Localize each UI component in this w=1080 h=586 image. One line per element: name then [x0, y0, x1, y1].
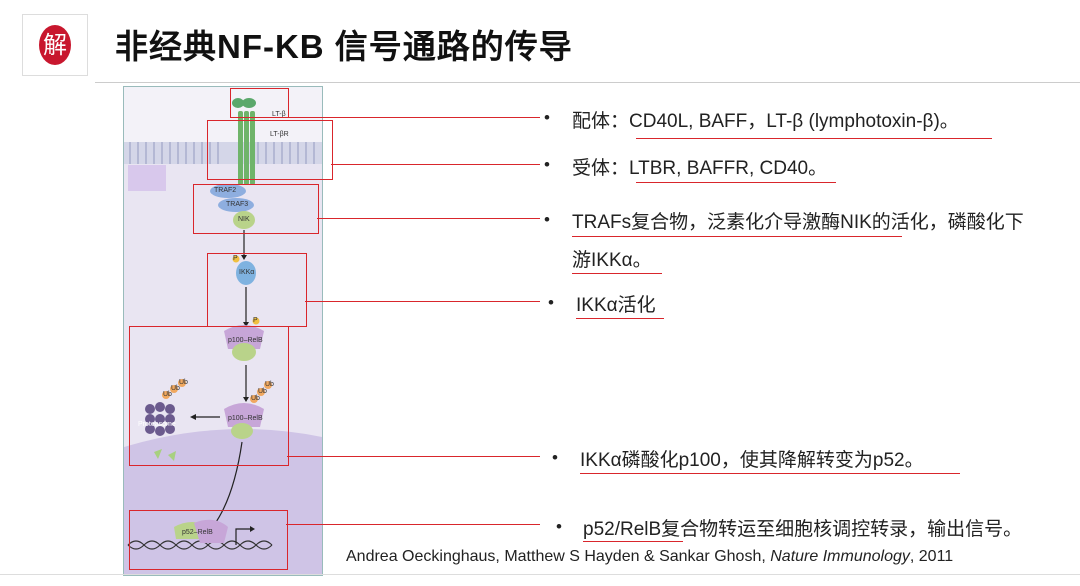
bullet-trafs-line2: 游IKKα。 — [572, 250, 652, 271]
traf2-shape — [210, 184, 246, 198]
connector-4 — [305, 301, 540, 303]
label-ub-4: Ub — [163, 391, 172, 398]
label-ikka: IKKα — [239, 269, 255, 276]
bullet-marker-2: • — [544, 155, 550, 174]
bullet-p52relb: p52/RelB复合物转运至细胞核调控转录，输出信号。 — [583, 519, 1023, 540]
title-divider — [95, 82, 1080, 83]
logo: 解 — [22, 14, 88, 76]
underline-3b — [572, 273, 662, 274]
label-ub-1: Ub — [251, 395, 260, 402]
connector-5 — [287, 456, 540, 458]
label-p100relb-1: p100–RelB — [228, 337, 263, 344]
citation-authors: Andrea Oeckinghaus, Matthew S Hayden & S… — [346, 548, 766, 565]
bullet-trafs-line1: TRAFs复合物，泛素化介导激酶NIK的活化，磷酸化下 — [572, 212, 1024, 233]
label-ub-2: Ub — [258, 388, 267, 395]
label-ub-5: Ub — [171, 385, 180, 392]
bullet-ikka-activation: IKKα活化 — [576, 295, 656, 316]
underline-2 — [636, 182, 836, 183]
bullet-marker-3: • — [544, 210, 550, 229]
ikka-shape — [236, 261, 256, 285]
label-proteasome: Proteasome — [138, 421, 176, 428]
highlight-ligand — [230, 88, 289, 118]
bullet-marker-6: • — [556, 517, 562, 536]
ligand-shape — [242, 98, 256, 108]
arrow-translocation — [213, 441, 243, 526]
highlight-ikka — [207, 253, 307, 327]
label-traf3: TRAF3 — [226, 201, 249, 208]
relb-shape — [194, 519, 228, 543]
cell-membrane — [124, 142, 322, 164]
bullet-marker-5: • — [552, 448, 558, 467]
connector-3 — [317, 218, 540, 220]
highlight-trafs — [193, 184, 319, 234]
label-p100relb-2: p100–RelB — [228, 415, 263, 422]
highlight-receptor — [207, 120, 333, 180]
p100-relb-ub-shape — [224, 403, 264, 427]
bullet-marker-4: • — [548, 293, 554, 312]
label-p52relb: p52–RelB — [182, 529, 213, 536]
underline-6 — [583, 541, 683, 542]
receptor-shape — [238, 111, 255, 185]
nik-shape — [233, 211, 255, 229]
connector-6 — [286, 524, 540, 526]
page-title: 非经典NF-KB 信号通路的传导 — [115, 28, 573, 65]
bullet-ligand: 配体：CD40L, BAFF，LT-β (lymphotoxin-β)。 — [572, 111, 959, 132]
traf3-shape — [218, 198, 254, 212]
membrane-lipids — [129, 142, 315, 164]
label-nik: NIK — [238, 216, 250, 223]
label-lt-br: LT-βR — [270, 131, 289, 138]
p100-relb-shape — [224, 325, 264, 349]
citation: Andrea Oeckinghaus, Matthew S Hayden & S… — [346, 548, 953, 566]
label-p1: P — [233, 255, 238, 262]
label-ub-6: Ub — [179, 379, 188, 386]
label-ub-3: Ub — [265, 381, 274, 388]
bullet-receptor: 受体：LTBR, BAFFR, CD40。 — [572, 158, 828, 179]
underline-5 — [580, 473, 960, 474]
underline-4 — [576, 318, 664, 319]
extracellular-space — [124, 87, 322, 142]
label-traf2: TRAF2 — [214, 187, 237, 194]
bullet-marker-1: • — [544, 108, 550, 127]
highlight-nucleus — [129, 510, 288, 570]
bullet-p100: IKKα磷酸化p100，使其降解转变为p52。 — [580, 450, 924, 471]
highlight-p100 — [129, 326, 289, 466]
transcription-arrow — [235, 528, 252, 545]
underline-3 — [572, 236, 902, 237]
proteasome-shape — [145, 402, 175, 436]
connector-2 — [331, 164, 540, 166]
citation-year: , 2011 — [909, 548, 954, 565]
seal-icon: 解 — [39, 25, 71, 65]
bottom-divider — [0, 574, 1080, 575]
underline-1 — [636, 138, 992, 139]
label-lt-b: LT-β — [272, 111, 286, 118]
connector-1 — [287, 117, 540, 119]
citation-journal: Nature Immunology — [770, 548, 910, 565]
cytoplasm-patch — [128, 165, 166, 191]
label-p2: P — [253, 317, 258, 324]
